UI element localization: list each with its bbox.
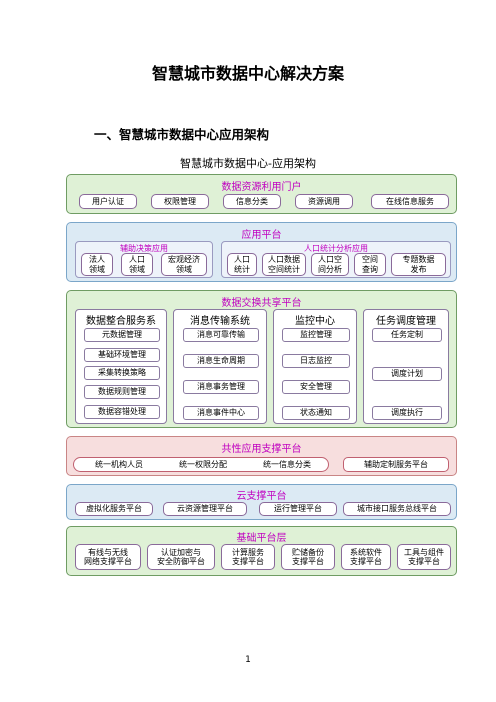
monitor-item-manage: 监控管理	[282, 328, 350, 342]
integration-title: 数据整合服务系	[86, 316, 156, 327]
integration-item-env: 基础环境管理	[84, 348, 160, 362]
page-number: 1	[245, 655, 251, 665]
decision-label: 辅助决策应用	[120, 244, 168, 253]
messaging-item-lifecycle: 消息生命周期	[183, 354, 259, 368]
monitor-panel: 监控中心 监控管理 日志监控 安全管理 状态通知	[273, 309, 357, 424]
portal-item-online: 在线信息服务	[371, 194, 449, 209]
cloud-title: 云支撑平台	[236, 491, 287, 502]
base-item-storage: 贮储备份 支撑平台	[281, 544, 335, 570]
cloud-item-operation: 运行管理平台	[259, 502, 337, 516]
scheduler-panel: 任务调度管理 任务定制 调度计划 调度执行	[363, 309, 449, 424]
portal-item-classify: 信息分类	[223, 194, 281, 209]
exchange-title: 数据交换共享平台	[221, 298, 302, 309]
messaging-item-transaction: 消息事务管理	[183, 380, 259, 394]
messaging-title: 消息传输系统	[190, 316, 250, 327]
decision-group: 辅助决策应用 法人 领域 人口 领域 宏观经济 领域	[75, 241, 213, 278]
decision-item-population: 人口 领域	[121, 253, 153, 276]
monitor-title: 监控中心	[295, 316, 335, 327]
common-title: 共性应用支撑平台	[221, 444, 302, 455]
common-item-permission: 统一权限分配	[179, 460, 227, 469]
integration-item-metadata: 元数据管理	[84, 328, 160, 342]
app-platform-layer: 应用平台 辅助决策应用 法人 领域 人口 领域 宏观经济 领域 人口统计分析应用…	[66, 222, 457, 282]
common-item-classify: 统一信息分类	[263, 460, 311, 469]
messaging-item-reliable: 消息可靠传输	[183, 328, 259, 342]
base-layer: 基础平台层 有线与无线 网络支撑平台 认证加密与 安全防御平台 计算服务 支撑平…	[66, 526, 457, 576]
base-item-software: 系统软件 支撑平台	[341, 544, 391, 570]
portal-item-auth: 用户认证	[79, 194, 137, 209]
monitor-item-security: 安全管理	[282, 380, 350, 394]
scheduler-item-execute: 调度执行	[372, 406, 442, 420]
integration-item-fault: 数据容错处理	[84, 405, 160, 419]
population-group: 人口统计分析应用 人口 统计 人口数据 空间统计 人口空 间分析 空间 查询 专…	[221, 241, 451, 278]
section-heading: 一、智慧城市数据中心应用架构	[94, 127, 270, 142]
portal-title: 数据资源利用门户	[221, 182, 302, 193]
monitor-item-log: 日志监控	[282, 354, 350, 368]
base-item-compute: 计算服务 支撑平台	[221, 544, 275, 570]
population-item-spatial-query: 空间 查询	[354, 253, 386, 276]
population-label: 人口统计分析应用	[304, 244, 368, 253]
population-item-topic-publish: 专题数据 发布	[391, 253, 446, 276]
document-title: 智慧城市数据中心解决方案	[151, 64, 344, 83]
portal-layer: 数据资源利用门户 用户认证 权限管理 信息分类 资源调用 在线信息服务	[66, 174, 457, 214]
decision-item-economy: 宏观经济 领域	[161, 253, 207, 276]
decision-item-legal: 法人 领域	[81, 253, 113, 276]
common-unified-bar	[73, 457, 329, 472]
monitor-item-status: 状态通知	[282, 406, 350, 420]
app-platform-title: 应用平台	[241, 230, 282, 241]
scheduler-item-plan: 调度计划	[372, 367, 442, 381]
cloud-item-resource: 云资源管理平台	[163, 502, 247, 516]
common-item-custom-service: 辅助定制服务平台	[343, 457, 449, 472]
integration-item-rules: 数据规则管理	[84, 385, 160, 399]
common-item-org: 统一机构人员	[95, 460, 143, 469]
messaging-item-event: 消息事件中心	[183, 406, 259, 420]
portal-item-resource: 资源调用	[295, 194, 353, 209]
cloud-item-bus: 城市接口服务总线平台	[343, 502, 451, 516]
population-item-spatial-stats: 人口数据 空间统计	[262, 253, 306, 276]
integration-panel: 数据整合服务系 元数据管理 基础环境管理 采集转换策略 数据规则管理 数据容错处…	[75, 309, 167, 424]
diagram-title: 智慧城市数据中心-应用架构	[180, 157, 316, 170]
base-item-network: 有线与无线 网络支撑平台	[75, 544, 141, 570]
scheduler-title: 任务调度管理	[376, 316, 436, 327]
base-item-tools: 工具与组件 支撑平台	[397, 544, 451, 570]
integration-item-collect: 采集转换策略	[84, 366, 160, 380]
base-item-security: 认证加密与 安全防御平台	[147, 544, 215, 570]
exchange-layer: 数据交换共享平台 数据整合服务系 元数据管理 基础环境管理 采集转换策略 数据规…	[66, 290, 457, 428]
population-item-stats: 人口 统计	[227, 253, 257, 276]
cloud-item-virtualization: 虚拟化服务平台	[75, 502, 153, 516]
cloud-layer: 云支撑平台 虚拟化服务平台 云资源管理平台 运行管理平台 城市接口服务总线平台	[66, 484, 457, 520]
messaging-panel: 消息传输系统 消息可靠传输 消息生命周期 消息事务管理 消息事件中心	[173, 309, 267, 424]
common-layer: 共性应用支撑平台 统一机构人员 统一权限分配 统一信息分类 辅助定制服务平台	[66, 436, 457, 476]
population-item-spatial-analysis: 人口空 间分析	[311, 253, 349, 276]
base-title: 基础平台层	[236, 533, 287, 544]
scheduler-item-custom: 任务定制	[372, 328, 442, 342]
portal-item-permission: 权限管理	[151, 194, 209, 209]
